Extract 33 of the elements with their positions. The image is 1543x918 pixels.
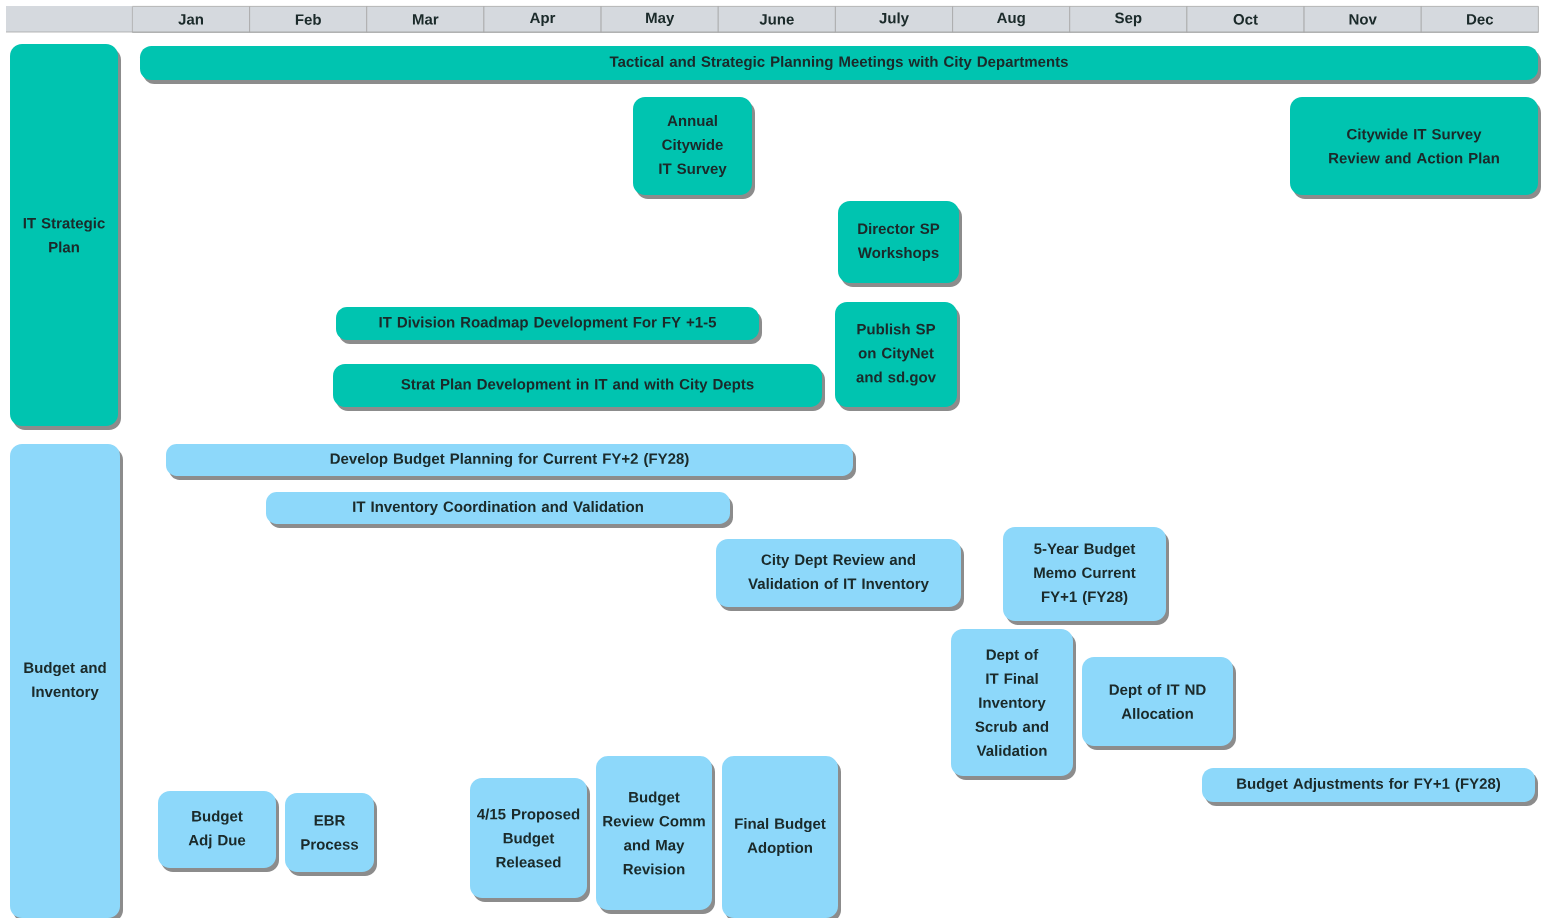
month-header-cell: Dec [1420, 6, 1539, 33]
month-header-cell: Jan [132, 6, 250, 33]
task-box: City Dept Review and Validation of IT Inventory [716, 539, 964, 611]
task-box: Budget Adj Due [158, 791, 279, 872]
task-box: Final Budget Adoption [722, 756, 841, 918]
task-box: Publish SP on CityNet and sd.gov [835, 302, 960, 411]
task-box: Citywide IT Survey Review and Action Plan [1290, 97, 1541, 199]
lane-box: Budget and Inventory [10, 444, 123, 918]
task-box: Strat Plan Development in IT and with City Depts [333, 364, 825, 411]
task-box: 5-Year Budget Memo Current FY+1 (FY28) [1003, 527, 1169, 625]
task-box: Dept of IT Final Inventory Scrub and Validation [951, 629, 1076, 780]
task-box: IT Division Roadmap Development For FY +1-5 [336, 307, 762, 344]
month-header-cell: Sep [1069, 6, 1188, 33]
month-header-cell: Apr [483, 6, 602, 33]
month-header-cell: Mar [366, 6, 485, 33]
task-box: Budget Review Comm and May Revision [596, 756, 715, 914]
month-header-cell: July [835, 6, 953, 33]
task-box: Tactical and Strategic Planning Meetings with City Departments [140, 46, 1541, 84]
month-header-cell: Nov [1303, 6, 1422, 33]
task-box: Director SP Workshops [838, 201, 962, 287]
lane-box: IT Strategic Plan [10, 44, 121, 430]
task-box: Annual Citywide IT Survey [633, 97, 755, 199]
month-header-cell: Feb [249, 6, 368, 33]
task-box: 4/15 Proposed Budget Released [470, 778, 590, 902]
month-header-cell: June [717, 6, 836, 33]
task-box: Develop Budget Planning for Current FY+2 (FY28) [166, 444, 856, 480]
task-box: Dept of IT ND Allocation [1082, 657, 1236, 750]
month-header-cell: Aug [952, 6, 1071, 33]
task-box: IT Inventory Coordination and Validation [266, 492, 733, 528]
task-box: Budget Adjustments for FY+1 (FY28) [1202, 768, 1538, 806]
task-box: EBR Process [285, 793, 377, 876]
month-header-cell: Oct [1186, 6, 1305, 33]
month-header-cell: May [600, 6, 719, 33]
